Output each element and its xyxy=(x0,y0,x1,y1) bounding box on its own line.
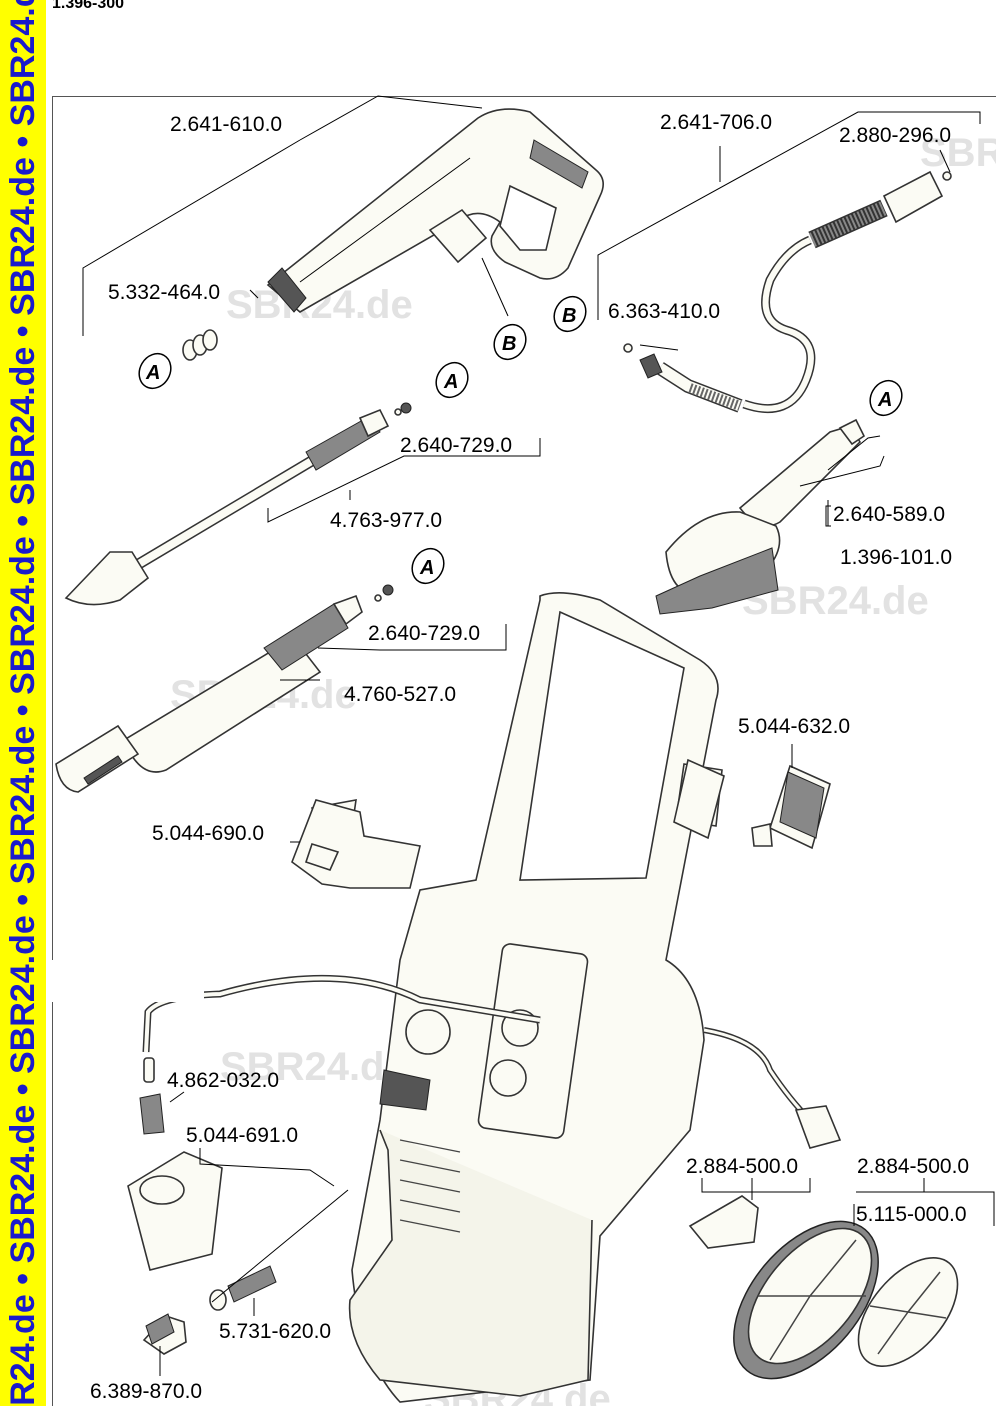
coupling-part xyxy=(142,1313,187,1355)
part-number-strainer: 5.731-620.0 xyxy=(219,1320,331,1343)
leader-lines xyxy=(82,95,995,1376)
part-number-lance-kit-2: 2.640-729.0 xyxy=(368,622,480,645)
part-number-hose-assembly: 2.641-706.0 xyxy=(660,111,772,134)
gun-seal-part xyxy=(182,329,218,361)
callout-a-circle: A xyxy=(138,352,172,390)
part-number-wheel-kit-1: 2.884-500.0 xyxy=(686,1155,798,1178)
part-number-lance-2: 4.760-527.0 xyxy=(344,683,456,706)
part-number-filter: 4.862-032.0 xyxy=(167,1069,279,1092)
mask-box xyxy=(50,960,204,1002)
spray-gun-part xyxy=(266,108,604,313)
part-number-coupling: 6.389-870.0 xyxy=(90,1380,202,1403)
holder-left-part xyxy=(291,799,421,889)
pressure-hose-part xyxy=(623,170,952,414)
part-number-hose-fitting: 2.880-296.0 xyxy=(839,124,951,147)
holder-lower-part xyxy=(127,1151,223,1271)
strainer-part xyxy=(209,1265,277,1311)
part-number-wheel-kit-2: 2.884-500.0 xyxy=(857,1155,969,1178)
drawing-frame xyxy=(52,96,996,1406)
lance-1-part xyxy=(64,402,412,606)
part-number-brush: 1.396-101.0 xyxy=(840,546,952,569)
callout-b-letter: B xyxy=(562,305,576,327)
part-number-lance-1: 4.763-977.0 xyxy=(330,509,442,532)
watermark-text: SBR24.de xyxy=(220,1045,407,1089)
callout-a-letter: A xyxy=(877,389,892,411)
part-number-hub-cap: 5.115-000.0 xyxy=(856,1203,967,1226)
callout-b-circle: B xyxy=(493,323,527,361)
callout-a-letter: A xyxy=(419,557,434,579)
part-number-holder-lower: 5.044-691.0 xyxy=(186,1124,298,1147)
wash-brush-part xyxy=(655,418,866,615)
document-number: 1.396-300 xyxy=(52,0,125,12)
part-number-lance-kit-1: 2.640-729.0 xyxy=(400,434,512,457)
callout-b-letter: B xyxy=(502,333,516,355)
callout-a-circle: A xyxy=(435,361,469,399)
part-number-holder-right: 5.044-632.0 xyxy=(738,715,850,738)
watermark-stripe: SBR24.de • SBR24.de • SBR24.de • SBR24.d… xyxy=(0,0,46,1406)
part-number-brush-kit: 2.640-589.0 xyxy=(833,503,945,526)
lance-2-part xyxy=(55,584,394,793)
part-number-gun-seal: 5.332-464.0 xyxy=(108,281,220,304)
part-number-gun: 2.641-610.0 xyxy=(170,113,282,136)
callout-a-circle: A xyxy=(411,547,445,585)
filter-part xyxy=(139,1057,165,1135)
part-labels: 2.641-610.0 5.332-464.0 2.641-706.0 2.88… xyxy=(90,111,969,1403)
callouts: A B B A A A xyxy=(138,295,903,585)
hub-cap-part xyxy=(857,1256,959,1368)
holder-right-part xyxy=(673,758,831,850)
part-number-hose-oring: 6.363-410.0 xyxy=(608,300,720,323)
wheel-kit-part xyxy=(688,1195,879,1380)
label-brackets xyxy=(825,505,855,1226)
callout-a-letter: A xyxy=(145,362,160,384)
callout-a-letter: A xyxy=(443,371,458,393)
callout-a-circle: A xyxy=(869,379,903,417)
pressure-washer-body xyxy=(142,592,842,1403)
watermark-text: SBR24.de xyxy=(920,131,996,175)
callout-b-circle: B xyxy=(553,295,587,333)
part-number-holder-left: 5.044-690.0 xyxy=(152,822,264,845)
